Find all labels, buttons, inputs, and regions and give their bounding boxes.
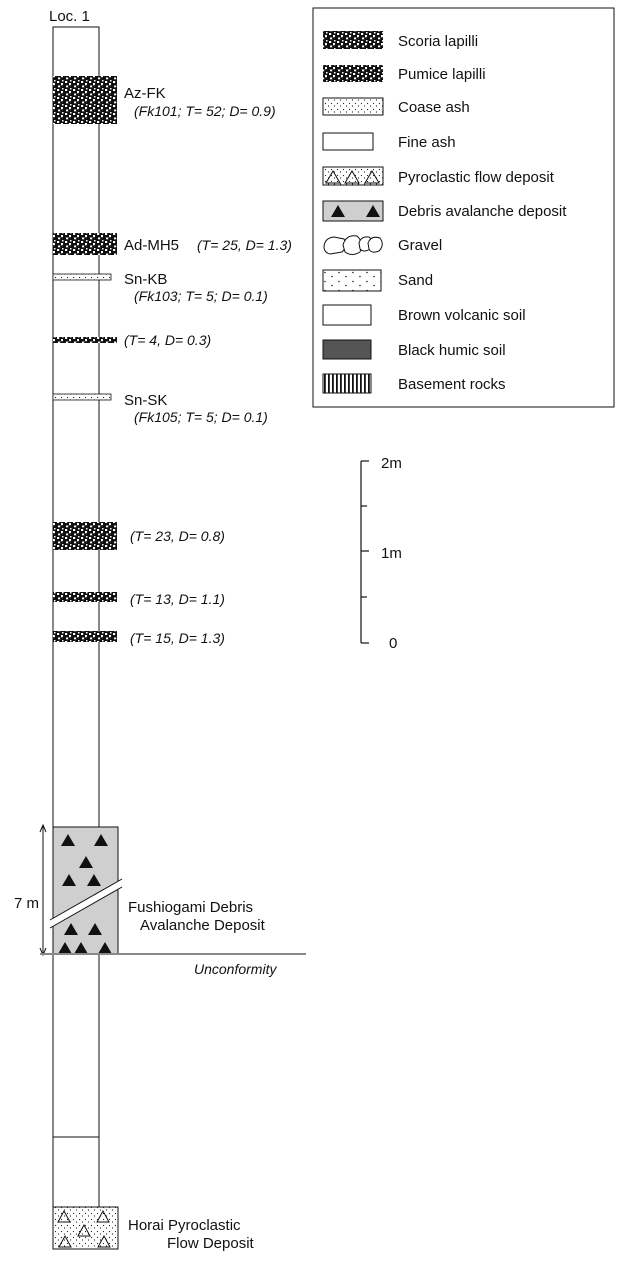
legend-swatch-black-soil	[322, 339, 372, 360]
legend-label-scoria: Scoria lapilli	[398, 33, 478, 50]
scale-label-0: 0	[389, 635, 397, 652]
legend-swatch-fine-ash	[322, 132, 374, 151]
legend-swatch-pyroclastic-flow	[322, 166, 384, 186]
legend-label-fine-ash: Fine ash	[398, 134, 456, 151]
layer-ad-mh5-name: Ad-MH5	[124, 237, 179, 254]
legend-label-black-soil: Black humic soil	[398, 342, 506, 359]
layer-thin-scoria	[53, 337, 117, 343]
layer-ad-mh5	[53, 233, 117, 255]
legend-label-basement: Basement rocks	[398, 376, 506, 393]
legend-swatch-scoria	[323, 31, 383, 49]
horai-label-line1: Horai Pyroclastic	[128, 1217, 241, 1234]
unconformity-label: Unconformity	[194, 961, 277, 977]
layer-sn-kb	[52, 273, 112, 281]
horai-label-line2: Flow Deposit	[167, 1235, 255, 1252]
legend-label-pumice: Pumice lapilli	[398, 66, 486, 83]
debris-label-line1: Fushiogami Debris	[128, 899, 253, 916]
layer-sn-kb-detail: (Fk103; T= 5; D= 0.1)	[134, 288, 268, 304]
scale-label-1m: 1m	[381, 545, 402, 562]
debris-avalanche-unit	[49, 826, 123, 955]
layer-pumice-3-detail: (T= 15, D= 1.3)	[130, 630, 225, 646]
layer-sn-kb-name: Sn-KB	[124, 271, 167, 288]
legend: Scoria lapilli Pumice lapilli Coase ash …	[312, 7, 615, 408]
legend-swatch-gravel	[323, 235, 383, 255]
legend-swatch-debris-avalanche	[322, 200, 384, 222]
legend-label-sand: Sand	[398, 272, 433, 289]
scale-label-2m: 2m	[381, 455, 402, 472]
thickness-arrow	[39, 823, 47, 957]
layer-pumice-2	[53, 592, 117, 602]
layer-ad-mh5-detail: (T= 25, D= 1.3)	[197, 237, 292, 253]
layer-sn-sk-name: Sn-SK	[124, 392, 167, 409]
layer-az-fk-detail: (Fk101; T= 52; D= 0.9)	[134, 103, 276, 119]
layer-sn-sk	[52, 393, 112, 401]
layer-az-fk-name: Az-FK	[124, 85, 166, 102]
legend-label-debris-avalanche: Debris avalanche deposit	[398, 203, 567, 220]
layer-pumice-1	[53, 522, 117, 550]
layer-az-fk	[53, 76, 117, 124]
legend-swatch-basement	[322, 373, 372, 394]
scale-bar	[360, 460, 369, 644]
layer-pumice-2-detail: (T= 13, D= 1.1)	[130, 591, 225, 607]
legend-swatch-coarse-ash	[322, 97, 384, 116]
horai-unit	[52, 1206, 119, 1250]
legend-swatch-brown-soil	[322, 304, 372, 326]
legend-swatch-sand	[322, 269, 382, 292]
legend-swatch-pumice	[323, 65, 383, 82]
legend-label-pyroclastic-flow: Pyroclastic flow deposit	[398, 169, 555, 186]
layer-pumice-1-detail: (T= 23, D= 0.8)	[130, 528, 225, 544]
layer-thin-scoria-detail: (T= 4, D= 0.3)	[124, 332, 211, 348]
legend-label-brown-soil: Brown volcanic soil	[398, 307, 526, 324]
layer-sn-sk-detail: (Fk105; T= 5; D= 0.1)	[134, 409, 268, 425]
thickness-label: 7 m	[14, 895, 39, 912]
debris-label-line2: Avalanche Deposit	[140, 917, 266, 934]
legend-label-coarse-ash: Coase ash	[398, 99, 470, 116]
legend-label-gravel: Gravel	[398, 237, 442, 254]
layer-pumice-3	[53, 631, 117, 642]
locality-label: Loc. 1	[49, 8, 90, 25]
